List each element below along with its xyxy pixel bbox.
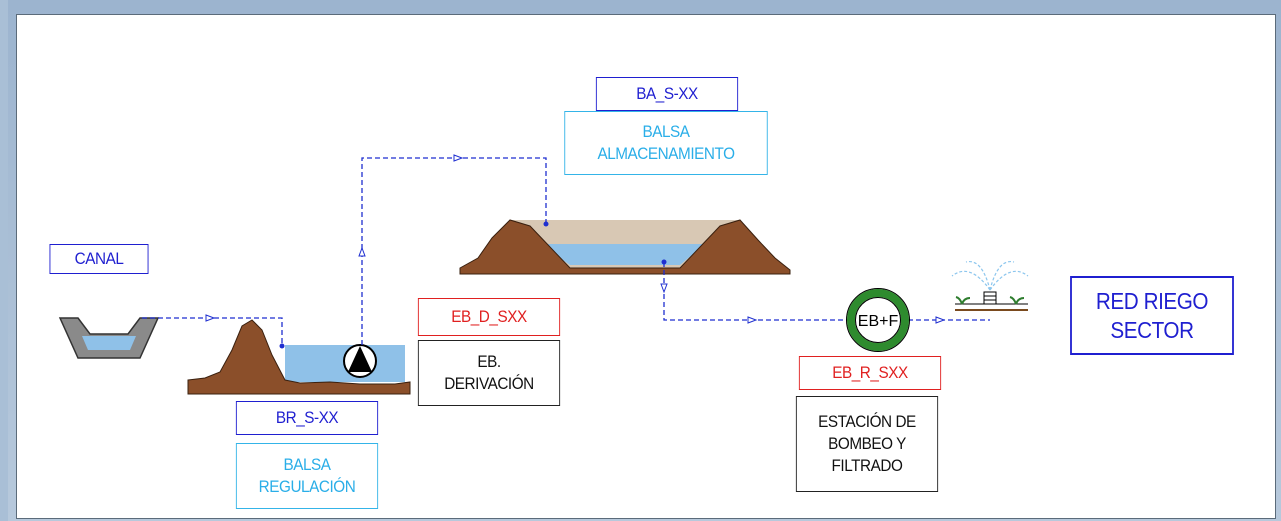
regulation-reservoir-name-line1: BALSA xyxy=(283,455,331,474)
derivation-pump-name: EB. DERIVACIÓN xyxy=(417,340,561,406)
canal-text: CANAL xyxy=(74,249,124,268)
pump-filter-station-label: EB+F xyxy=(858,313,899,330)
derivation-pump-code: EB_D_SXX xyxy=(417,298,561,336)
irrigation-network-line2: SECTOR xyxy=(1110,316,1194,343)
storage-reservoir-name: BALSA ALMACENAMIENTO xyxy=(564,111,768,175)
pump-filter-station-name-line2: BOMBEO Y xyxy=(828,434,906,453)
pump-filter-station-name: ESTACIÓN DE BOMBEO Y FILTRADO xyxy=(795,396,939,492)
canal-channel-icon xyxy=(58,317,160,359)
canal-label: CANAL xyxy=(49,244,149,274)
sprinkler-icon xyxy=(951,260,1029,311)
storage-reservoir-icon xyxy=(459,219,791,275)
storage-reservoir-code: BA_S-XX xyxy=(595,77,739,111)
regulation-reservoir-name: BALSA REGULACIÓN xyxy=(235,443,379,509)
pump-filter-station-icon xyxy=(846,288,910,352)
regulation-reservoir-icon xyxy=(187,319,411,395)
regulation-reservoir-code-text: BR_S-XX xyxy=(275,408,339,427)
derivation-pump-name-line2: DERIVACIÓN xyxy=(444,374,534,393)
regulation-reservoir-name-line2: REGULACIÓN xyxy=(258,477,356,496)
storage-reservoir-code-text: BA_S-XX xyxy=(636,84,698,103)
pump-filter-station-name-line3: FILTRADO xyxy=(831,456,903,475)
derivation-pump-code-text: EB_D_SXX xyxy=(451,307,527,326)
storage-reservoir-name-line1: BALSA xyxy=(642,122,690,141)
derivation-pump-name-line1: EB. xyxy=(477,352,501,371)
irrigation-network-label: RED RIEGO SECTOR xyxy=(1070,276,1234,355)
regulation-reservoir-code: BR_S-XX xyxy=(235,401,379,435)
pump-filter-station-code: EB_R_SXX xyxy=(798,356,942,390)
flow-lines xyxy=(142,157,990,345)
pump-filter-station-name-line1: ESTACIÓN DE xyxy=(818,412,916,431)
flow-direction-arrows xyxy=(205,154,946,324)
irrigation-network-line1: RED RIEGO xyxy=(1095,287,1209,314)
storage-reservoir-name-line2: ALMACENAMIENTO xyxy=(597,144,735,163)
pump-icon xyxy=(343,344,377,378)
flow-nodes xyxy=(279,221,667,349)
pump-filter-station-code-text: EB_R_SXX xyxy=(832,363,908,382)
